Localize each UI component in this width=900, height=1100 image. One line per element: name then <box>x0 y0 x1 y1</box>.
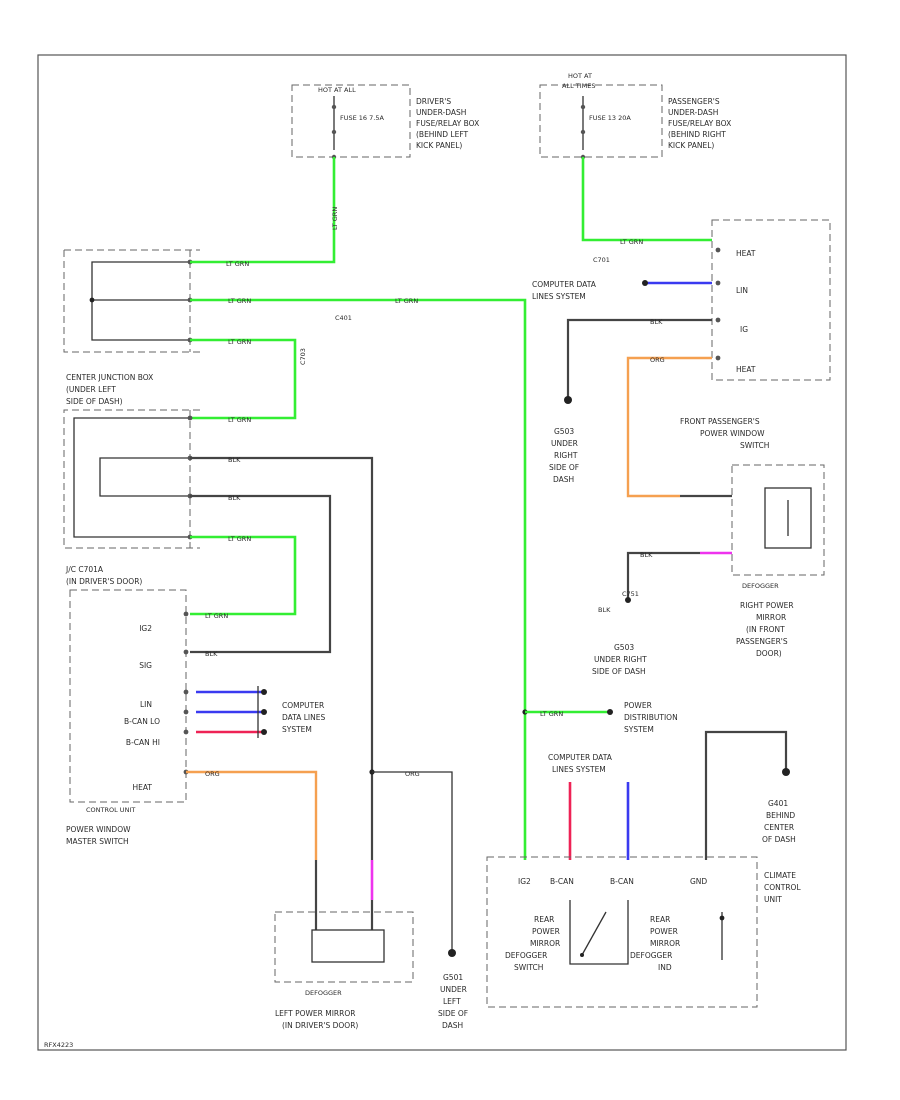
front-pass-switch-label: FRONT PASSENGER'S POWER WINDOW SWITCH <box>680 417 769 450</box>
svg-text:HEAT: HEAT <box>132 783 152 792</box>
wire-label: LT GRN <box>620 238 643 246</box>
wire-fuse13-pass <box>581 157 712 242</box>
center-junction-label: CENTER JUNCTION BOX (UNDER LEFT SIDE OF … <box>66 373 156 406</box>
wire-label: LT GRN <box>395 297 418 305</box>
svg-text:HEAT: HEAT <box>736 365 756 374</box>
passengers-box-label: PASSENGER'S UNDER-DASH FUSE/RELAY BOX (B… <box>668 97 734 150</box>
g501-label: G501 UNDER LEFT SIDE OF DASH <box>438 973 470 1030</box>
svg-text:DEFOGGER: DEFOGGER <box>305 989 342 997</box>
wire-label: ORG <box>205 770 220 778</box>
wire-right-mirror-gnd <box>626 551 700 598</box>
wire-pass-heat <box>626 356 712 498</box>
wire-climate-gnd <box>704 730 788 860</box>
svg-text:SIG: SIG <box>139 661 152 670</box>
svg-text:B-CAN HI: B-CAN HI <box>126 738 160 747</box>
master-switch-label: POWER WINDOW MASTER SWITCH <box>66 825 133 846</box>
wire-blk-to-mirror <box>190 456 374 772</box>
g401-label: G401 BEHIND CENTER OF DASH <box>762 799 798 844</box>
wire-label: BLK <box>650 318 663 326</box>
lower-junction <box>63 409 200 549</box>
climate-label: CLIMATE CONTROL UNIT <box>764 871 803 904</box>
fuse-13-label: FUSE 13 20A <box>589 114 631 122</box>
svg-text:CONTROL UNIT: CONTROL UNIT <box>86 806 135 814</box>
left-power-mirror: DEFOGGER <box>274 911 414 997</box>
wire-to-g501 <box>372 771 453 950</box>
wire-label: LT GRN <box>226 260 249 268</box>
wire-label: BLK <box>228 494 241 502</box>
hot-label-1: HOT AT ALL <box>318 86 356 94</box>
wire-pass-gnd <box>566 318 712 398</box>
svg-text:IG2: IG2 <box>139 624 152 633</box>
computer-data-lines-low: COMPUTER DATA LINES SYSTEM <box>548 753 614 774</box>
svg-text:HEAT: HEAT <box>736 249 756 258</box>
wire-label: LT GRN <box>228 535 251 543</box>
master-switch: IG2 SIG LIN B-CAN LO B-CAN HI HEAT CONTR… <box>69 589 189 814</box>
svg-text:IG2: IG2 <box>518 877 531 886</box>
front-pass-switch: HEAT LIN IG HEAT <box>711 219 831 381</box>
computer-data-lines-mid: COMPUTER DATA LINES SYSTEM <box>282 701 328 734</box>
wire-label: BLK <box>640 551 653 559</box>
svg-text:DEFOGGER: DEFOGGER <box>742 582 779 590</box>
drivers-fuse-box: HOT AT ALL FUSE 16 7.5A DRIVER'S UNDER-D… <box>291 84 482 160</box>
wire-label: LT GRN <box>331 207 339 230</box>
c751-label: C751 <box>622 590 639 598</box>
wire-label: LT GRN <box>228 338 251 346</box>
c701-label: C701 <box>593 256 610 264</box>
wire-heat-org <box>186 770 318 860</box>
wire-grn-ig2 <box>190 535 297 616</box>
svg-text:B-CAN: B-CAN <box>610 877 634 886</box>
wire-label: BLK <box>228 456 241 464</box>
g503-label: G503 UNDER RIGHT SIDE OF DASH <box>549 427 581 484</box>
footer-code: RFX4223 <box>44 1041 73 1049</box>
wire-junction-to-climate <box>190 298 527 860</box>
jc-c701a-label: J/C C701A (IN DRIVER'S DOOR) <box>65 565 142 586</box>
passengers-fuse-box: HOT AT ALL TIMES FUSE 13 20A PASSENGER'S… <box>539 72 734 160</box>
wire-fuse16-junction <box>190 157 336 264</box>
hot-label-2: HOT AT ALL TIMES <box>562 72 595 90</box>
g401-ground-icon <box>782 768 790 776</box>
svg-text:B-CAN LO: B-CAN LO <box>124 717 160 726</box>
center-junction-box <box>63 249 200 353</box>
wire-label: LT GRN <box>540 710 563 718</box>
right-power-mirror: DEFOGGER <box>731 464 825 590</box>
svg-text:GND: GND <box>690 877 707 886</box>
wire-label: LT GRN <box>205 612 228 620</box>
wire-label: BLK <box>598 606 611 614</box>
svg-text:B-CAN: B-CAN <box>550 877 574 886</box>
c401-label: C401 <box>335 314 352 322</box>
computer-data-lines-top: COMPUTER DATA LINES SYSTEM <box>532 280 598 301</box>
fuse-16-label: FUSE 16 7.5A <box>340 114 384 122</box>
c703-label: C703 <box>299 348 307 365</box>
diagram-frame <box>37 54 847 1051</box>
left-mirror-label: LEFT POWER MIRROR (IN DRIVER'S DOOR) <box>275 1009 358 1030</box>
wire-label: ORG <box>650 356 665 364</box>
svg-text:LIN: LIN <box>736 286 748 295</box>
g501-ground-icon <box>448 949 456 957</box>
rear-switch-label: REAR POWER MIRROR DEFOGGER SWITCH <box>505 915 563 972</box>
drivers-box-label: DRIVER'S UNDER-DASH FUSE/RELAY BOX (BEHI… <box>416 97 482 150</box>
svg-text:IG: IG <box>740 325 748 334</box>
climate-control-unit: IG2 B-CAN B-CAN GND REAR POWER MIRROR DE… <box>486 856 758 1008</box>
wire-label: ORG <box>405 770 420 778</box>
wire-label: LT GRN <box>228 297 251 305</box>
wire-label: LT GRN <box>228 416 251 424</box>
g503-ground-icon <box>564 396 572 404</box>
rear-ind-label: REAR POWER MIRROR DEFOGGER IND <box>630 915 683 972</box>
svg-text:LIN: LIN <box>140 700 152 709</box>
g503b-label: G503 UNDER RIGHT SIDE OF DASH <box>592 643 649 676</box>
wire-blk-sig <box>190 494 332 654</box>
right-mirror-label: RIGHT POWER MIRROR (IN FRONT PASSENGER'S… <box>736 601 796 658</box>
wire-label: BLK <box>205 650 218 658</box>
power-distribution-label: POWER DISTRIBUTION SYSTEM <box>624 701 680 734</box>
wire-junction-c703 <box>190 338 297 420</box>
